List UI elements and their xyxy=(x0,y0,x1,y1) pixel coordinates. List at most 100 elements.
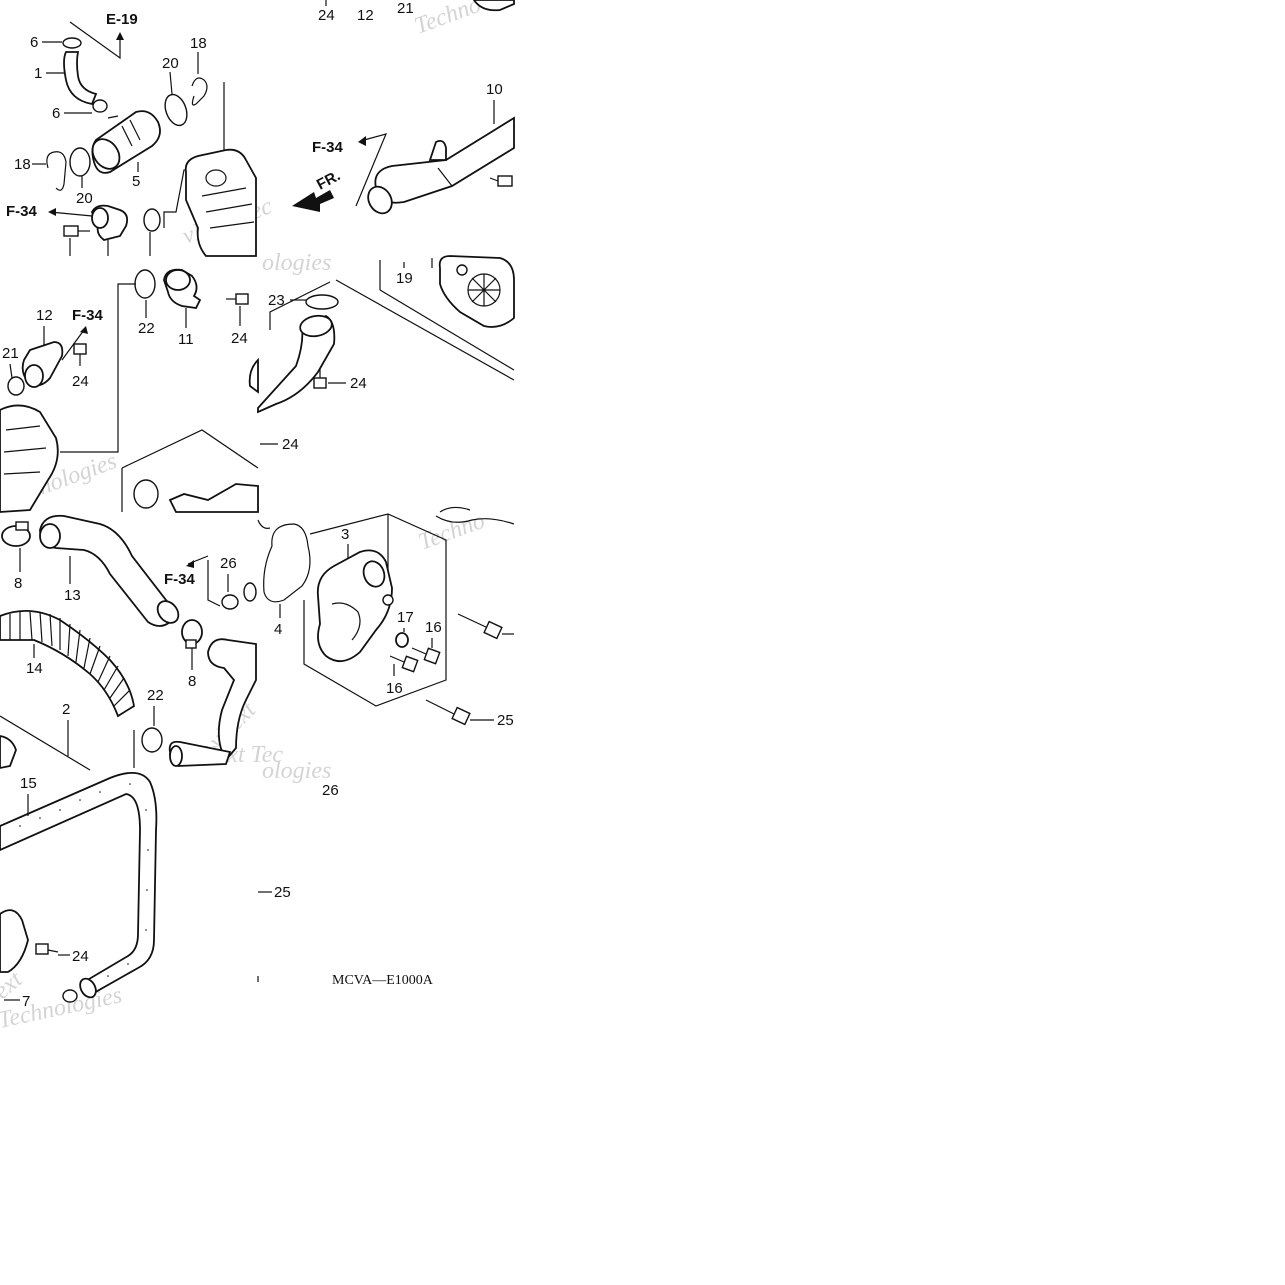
spring-clip-icon xyxy=(46,151,67,191)
label-24: 24 xyxy=(231,330,248,347)
hose-clip-icon xyxy=(62,989,78,1003)
o-ring-icon xyxy=(133,479,159,509)
label-24: 24 xyxy=(72,373,89,390)
leader-line xyxy=(61,329,85,361)
clamp-screw-icon xyxy=(15,521,29,531)
bolt-head-icon xyxy=(401,655,419,673)
arrow-icon xyxy=(80,326,88,334)
label-20: 20 xyxy=(76,190,93,207)
label-2: 2 xyxy=(62,701,70,718)
gasket-icon xyxy=(263,523,311,603)
o-ring-icon xyxy=(7,376,25,396)
hose-end-icon xyxy=(39,523,61,549)
label-23: 23 xyxy=(268,292,285,309)
water-pump-icon xyxy=(438,255,515,328)
label-3: 3 xyxy=(341,526,349,543)
thermostat-housing-icon xyxy=(168,483,259,513)
label-8: 8 xyxy=(14,575,22,592)
label-22: 22 xyxy=(138,320,155,337)
label-12: 12 xyxy=(36,307,53,324)
section-lower-right: 4 3 17 16 16 25 26 xyxy=(257,513,515,988)
hose-end-icon xyxy=(156,600,180,624)
leader-line xyxy=(107,115,119,119)
leader-line xyxy=(257,519,271,529)
section-mid-right: 19 23 24 24 xyxy=(248,255,515,513)
label-7: 7 xyxy=(22,993,30,1010)
bolt-head-icon xyxy=(451,706,471,726)
bolt-shank xyxy=(425,699,455,715)
label-26: 26 xyxy=(220,555,237,572)
label-24: 24 xyxy=(350,375,367,392)
leader-line xyxy=(49,211,93,217)
ref-f34: F-34 xyxy=(72,307,104,324)
pipe-end-icon xyxy=(367,185,393,215)
spring-clip-icon xyxy=(191,77,208,106)
watermark: Techno xyxy=(411,0,484,40)
label-13: 13 xyxy=(64,587,81,604)
label-14: 14 xyxy=(26,660,43,677)
label-21: 21 xyxy=(397,0,414,17)
bypass-hose-icon xyxy=(63,51,98,106)
hose-end-icon xyxy=(79,977,97,999)
engine-cylinder-icon xyxy=(184,148,257,257)
joint-port-icon xyxy=(91,207,109,229)
leader-line xyxy=(355,133,388,207)
washer-icon xyxy=(395,632,409,648)
cover-nipple-icon xyxy=(382,594,394,606)
label-6: 6 xyxy=(52,105,60,122)
front-arrow-icon xyxy=(292,190,334,212)
label-20: 20 xyxy=(162,55,179,72)
pipe-rib xyxy=(121,125,133,147)
leader-line xyxy=(9,363,13,379)
engine-detail xyxy=(439,506,471,513)
radiator-hose-icon xyxy=(207,638,257,762)
label-15: 15 xyxy=(20,775,37,792)
section-frame xyxy=(379,289,515,371)
section-frame xyxy=(0,715,91,771)
bolt-head-icon xyxy=(313,377,327,389)
pipe-end-icon xyxy=(299,314,333,338)
hose-texture xyxy=(19,783,149,977)
bolt-shank xyxy=(489,177,499,182)
o-ring-icon xyxy=(141,727,163,753)
o-ring-icon xyxy=(164,93,188,127)
label-25: 25 xyxy=(274,884,291,901)
joint-port-icon xyxy=(24,364,44,388)
hose-clip-icon xyxy=(62,37,82,49)
hose-clip-icon xyxy=(221,594,239,610)
watermark: ologies xyxy=(262,758,331,784)
engine-detail xyxy=(435,515,515,525)
label-18: 18 xyxy=(190,35,207,52)
bolt-head-icon xyxy=(423,647,441,665)
section-mid-left: 12 F-34 21 24 22 11 24 xyxy=(0,268,259,513)
label-16: 16 xyxy=(425,619,442,636)
bolt-shank xyxy=(389,655,405,663)
watermark: ologies xyxy=(262,250,331,276)
section-top-left: E-19 6 1 6 5 20 18 18 2 xyxy=(6,11,257,257)
pipe-bracket-icon xyxy=(428,139,447,161)
bolt-head-icon xyxy=(63,225,79,237)
label-21: 21 xyxy=(2,345,19,362)
engine-detail xyxy=(205,169,227,187)
label-1: 1 xyxy=(34,65,42,82)
bolt-shank xyxy=(411,647,427,655)
bolt-shank xyxy=(47,949,59,953)
arrow-icon xyxy=(358,136,366,146)
pipe-band xyxy=(437,167,453,187)
label-26: 26 xyxy=(322,782,339,799)
catalog-code: MCVA—E1000A xyxy=(332,973,434,988)
engine-detail xyxy=(0,735,17,769)
label-22: 22 xyxy=(147,687,164,704)
water-pipe-icon xyxy=(257,314,336,414)
section-frame xyxy=(335,279,515,381)
section-top-right: 24 12 21 10 F-34 FR. xyxy=(292,0,515,215)
pump-boss-icon xyxy=(456,264,468,276)
pipe-end-icon xyxy=(472,0,515,12)
clamp-screw-icon xyxy=(185,639,197,649)
label-17: 17 xyxy=(397,609,414,626)
front-indicator: FR. xyxy=(314,167,343,193)
label-6: 6 xyxy=(30,34,38,51)
arrow-icon xyxy=(186,560,194,568)
corrugation-ribs xyxy=(9,611,131,707)
